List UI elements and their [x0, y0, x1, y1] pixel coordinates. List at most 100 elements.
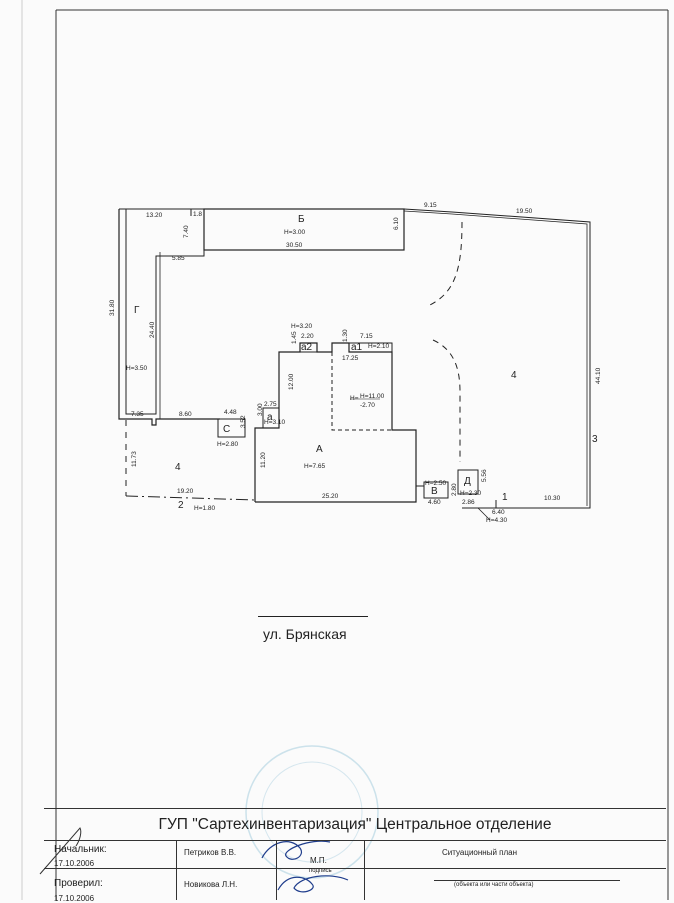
tb-col-line-2 [276, 840, 277, 900]
dim-1030: 10.30 [544, 495, 561, 502]
building-g-inner [125, 209, 205, 415]
building-g-outline [118, 209, 220, 426]
chief-date: 17.10.2006 [54, 859, 95, 868]
label-c-height: H=2.80 [217, 441, 239, 448]
title-block: ГУП "Сартехинвентаризация" Центральное о… [44, 808, 666, 903]
lot-boundary-inner [403, 210, 588, 506]
label-b-height: H=3.00 [284, 229, 306, 236]
building-c [217, 418, 246, 438]
dim-460: 4.60 [428, 499, 441, 506]
dim-280: 2.80 [451, 483, 458, 496]
dim-4410: 44.10 [595, 367, 602, 384]
yard-dash-top [429, 221, 463, 306]
label-small-a: а [267, 412, 273, 423]
interior-h-top: H=11.00 [360, 393, 385, 400]
interior-dashed [331, 352, 392, 431]
label-v-height: H=2.50 [425, 480, 447, 487]
dim-130: 1.30 [342, 329, 349, 342]
signature-chief [261, 840, 331, 860]
tb-top-line [44, 808, 666, 809]
dim-3180: 31.80 [109, 299, 116, 316]
dim-275: 2.75 [264, 401, 277, 408]
yard-dash-bottom [125, 495, 256, 501]
doc-title: Ситуационный план [442, 848, 518, 857]
dim-145: 1.45 [291, 331, 298, 344]
signature-checker [277, 875, 349, 893]
dim-1725: 17.25 [342, 355, 359, 362]
label-small-a-height: H=3.10 [264, 419, 286, 426]
stamp-circle [245, 745, 379, 879]
label-a1: а1 [351, 342, 363, 353]
zone-1: 1 [502, 492, 508, 503]
signature-caption: подпись [309, 868, 332, 874]
building-v [423, 481, 449, 499]
chief-label: Начальник: [54, 844, 107, 855]
label-a-height: H=7.65 [304, 463, 326, 470]
dim-b-length: 30.50 [286, 242, 303, 249]
dim-1173: 11.73 [131, 451, 138, 467]
dim-915: 9.15 [424, 202, 437, 209]
dim-1200: 12.00 [288, 373, 295, 390]
chief-name: Петриков В.В. [184, 848, 237, 857]
dim-1920: 19.20 [177, 488, 194, 495]
organization-name: ГУП "Сартехинвентаризация" Центральное о… [158, 816, 552, 833]
checked-label: Проверил: [54, 878, 103, 889]
dim-1320: 13.20 [146, 212, 163, 219]
checked-date: 17.10.2006 [54, 894, 95, 903]
label-b: Б [298, 214, 305, 225]
height-430: H=4.30 [486, 517, 508, 524]
dim-220: 2.20 [301, 333, 314, 340]
height-180: H=1.80 [194, 505, 216, 512]
label-g-height: H=3.50 [126, 365, 148, 372]
signature-left-mark [39, 827, 82, 875]
tb-object-line [434, 880, 620, 881]
label-a2: а2 [301, 342, 313, 353]
building-d [457, 469, 479, 495]
interior-h-prefix: H= [350, 395, 359, 402]
label-c: С [223, 424, 230, 435]
annex-a1 [348, 342, 393, 353]
zone-4-left: 4 [175, 462, 181, 473]
dim-18: 1.8 [193, 211, 202, 218]
label-a: А [316, 444, 323, 455]
dim-b-side: 6.10 [393, 217, 400, 230]
tb-col-line [176, 840, 177, 900]
zone-2: 2 [178, 500, 184, 511]
dim-640: 6.40 [492, 509, 505, 516]
label-d: Д [464, 476, 471, 487]
dim-715: 7.15 [360, 333, 373, 340]
yard-dash-mid [432, 339, 461, 462]
stamp-inner-circle [261, 761, 363, 863]
dim-735: 7.35 [131, 411, 144, 418]
dim-1950: 19.50 [516, 208, 533, 215]
dim-352: 3.52 [240, 415, 247, 428]
street-underline [258, 616, 368, 617]
dim-448: 4.48 [224, 409, 237, 416]
interior-h-bottom: -2.70 [360, 402, 375, 409]
annex-a2 [299, 342, 318, 353]
dim-2440: 24.40 [149, 321, 156, 338]
gate-arrow [477, 507, 491, 521]
object-caption: (объекта или части объекта) [454, 882, 534, 888]
dim-2520: 25.20 [322, 493, 339, 500]
annex-a [262, 407, 280, 429]
dim-585: 5.85 [172, 255, 185, 262]
zone-3: 3 [592, 434, 598, 445]
zone-4-right: 4 [511, 370, 517, 381]
label-d-height: H=2.30 [460, 490, 482, 497]
dim-860: 8.60 [179, 411, 192, 418]
building-b-outline [203, 208, 405, 251]
checked-name: Новикова Л.Н. [184, 880, 238, 889]
dim-286: 2.86 [462, 499, 475, 506]
dim-556: 5.56 [481, 469, 488, 482]
dim-740: 7.40 [183, 225, 190, 238]
label-g: Г [134, 305, 140, 316]
seal-label: М.П. [310, 856, 327, 865]
tb-col-line-3 [364, 840, 365, 900]
dim-300: 3.00 [257, 403, 264, 416]
label-v: В [431, 486, 438, 497]
street-name: ул. Брянская [263, 626, 347, 642]
dim-1120: 11.20 [260, 452, 267, 468]
